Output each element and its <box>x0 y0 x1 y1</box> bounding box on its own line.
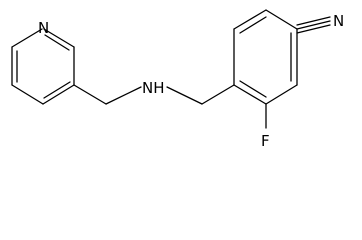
bonds <box>11 9 331 129</box>
nitrile-nitrogen-label: N <box>333 12 344 30</box>
methylene-linker-left <box>73 84 142 105</box>
pyridine-ring <box>11 28 75 105</box>
amine-nitrogen-label: NH <box>142 79 165 97</box>
pyridine-nitrogen-label: N <box>38 19 49 37</box>
chemical-structure: N NH N F <box>11 9 344 150</box>
atom-labels: N NH N F <box>38 12 344 150</box>
nitrile-group <box>296 16 331 34</box>
benzene-ring <box>233 9 298 105</box>
fluorine-label: F <box>261 132 270 150</box>
methylene-linker-right <box>166 84 235 105</box>
